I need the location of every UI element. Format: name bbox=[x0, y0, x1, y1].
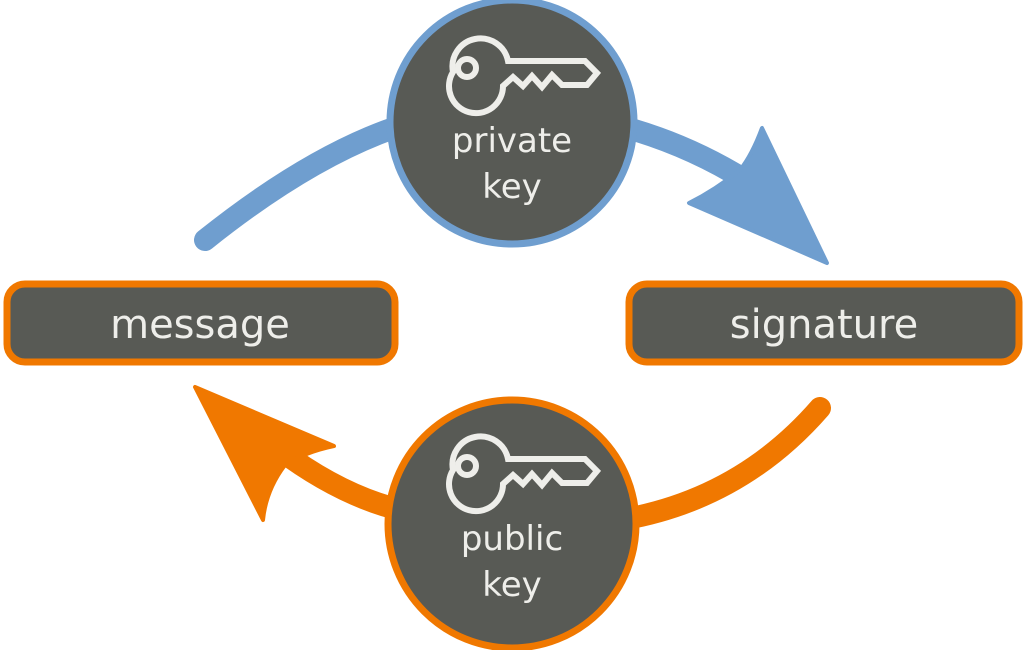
private-key-label-line1: private bbox=[452, 121, 572, 161]
sign-arrowhead bbox=[687, 126, 829, 265]
public-key-label-line1: public bbox=[461, 519, 563, 559]
verify-arrowhead bbox=[193, 385, 336, 522]
signature-label: signature bbox=[730, 302, 918, 348]
public-key-node: public key bbox=[384, 396, 640, 650]
message-node: message bbox=[3, 280, 399, 366]
public-key-label-line2: key bbox=[482, 565, 542, 605]
private-key-label-line2: key bbox=[482, 167, 542, 207]
message-label: message bbox=[110, 302, 290, 348]
signature-node: signature bbox=[625, 280, 1023, 366]
private-key-node: private key bbox=[386, 0, 638, 248]
